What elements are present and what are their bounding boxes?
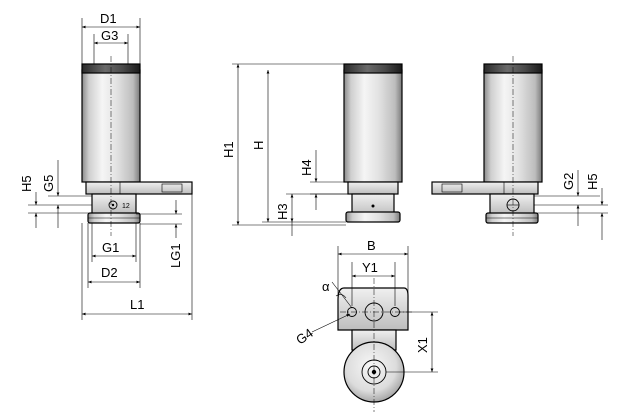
middle-cylinder-body [343, 69, 403, 183]
middle-cylinder-cap [343, 63, 403, 74]
dim-h-label: H [251, 141, 266, 150]
dim-lg1-label: LG1 [168, 243, 183, 268]
bottom-mount-plate [337, 287, 409, 331]
dim-g4-label: G4 [293, 325, 316, 347]
right-view: G2 H5 [431, 56, 608, 240]
right-mount-flange [431, 181, 539, 195]
dim-y1-label: Y1 [362, 260, 378, 275]
dim-g2-label: G2 [561, 173, 576, 190]
dim-g1-label: G1 [102, 240, 119, 255]
dim-d1-label: D1 [100, 11, 117, 26]
dim-h5-label: H5 [19, 175, 34, 192]
dim-h1-label: H1 [221, 141, 236, 158]
dim-g3-label: G3 [101, 28, 118, 43]
middle-view: H1 H H4 H3 [221, 63, 403, 236]
left-mount-flange [85, 181, 193, 195]
left-mount-slot [161, 183, 183, 193]
dim-h3-label: H3 [275, 203, 290, 220]
middle-mount-flange [347, 181, 399, 195]
right-mount-slot [441, 183, 463, 193]
left-view: 12 D1 G3 H5 G5 G1 D2 [19, 11, 193, 320]
dim-b-label: B [367, 238, 376, 253]
dim-g5-label: G5 [41, 175, 56, 192]
dim-h5-right-label: H5 [585, 173, 600, 190]
dim-h4-label: H4 [299, 159, 314, 176]
left-screw-icon [108, 200, 118, 210]
dim-d2-label: D2 [101, 265, 118, 280]
dim-x1-label: X1 [415, 337, 430, 353]
dim-l1-label: L1 [130, 297, 144, 312]
dim-alpha-label: α [322, 279, 330, 294]
middle-screw-icon [371, 204, 375, 208]
left-marker-label: 12 [122, 203, 130, 210]
bottom-view: B Y1 α G4 X1 [293, 238, 438, 412]
